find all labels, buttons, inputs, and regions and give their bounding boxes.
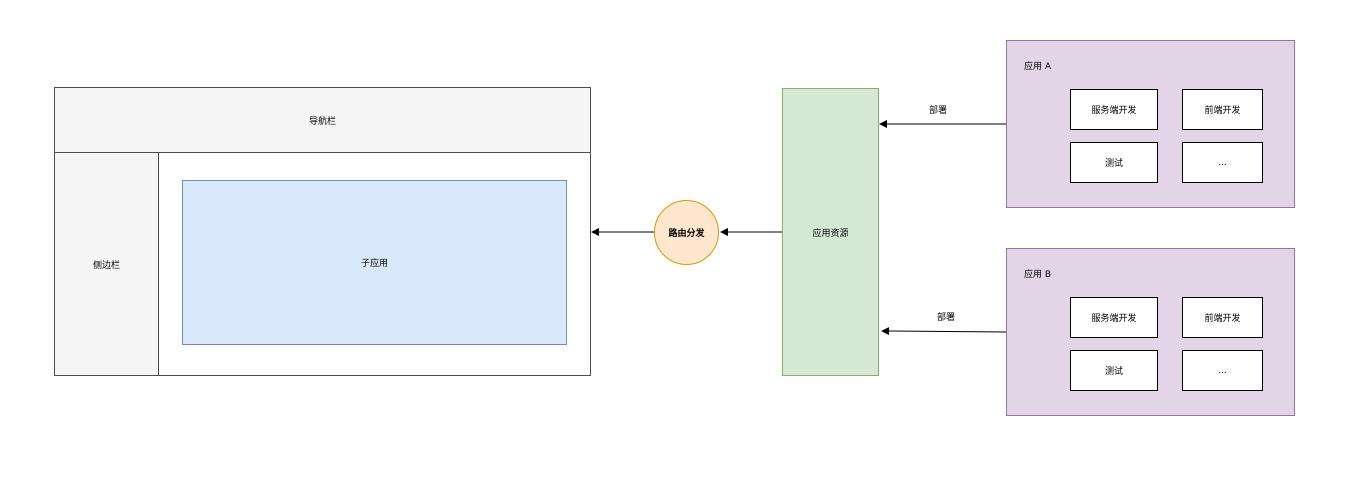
app-a-task-more-label: ... xyxy=(1218,157,1227,168)
navbar-block: 导航栏 xyxy=(54,87,591,153)
app-b-task-frontend-label: 前端开发 xyxy=(1204,314,1241,324)
deploy-arrow-b xyxy=(881,327,1007,336)
app-b-task-more-label: ... xyxy=(1218,365,1227,376)
deploy-label-a: 部署 xyxy=(929,106,948,116)
app-a-title: 应用 A xyxy=(1024,62,1052,72)
sidebar-block: 侧边栏 xyxy=(54,152,159,376)
app-resource-label: 应用资源 xyxy=(812,228,849,239)
app-a-task-backend: 服务端开发 xyxy=(1070,89,1158,130)
app-a-task-backend-label: 服务端开发 xyxy=(1091,106,1137,116)
app-a-task-more: ... xyxy=(1182,142,1263,183)
app-b-task-more: ... xyxy=(1182,350,1263,391)
app-b-task-test-label: 测试 xyxy=(1104,367,1123,377)
subapp-label: 子应用 xyxy=(360,259,388,269)
navbar-label: 导航栏 xyxy=(308,116,336,127)
deploy-label-b: 部署 xyxy=(937,313,956,323)
sidebar-label: 侧边栏 xyxy=(92,260,120,271)
router-node: 路由分发 xyxy=(654,200,719,265)
app-b-container: 应用 B 服务端开发 前端开发 测试 ... xyxy=(1006,248,1295,416)
app-b-task-frontend: 前端开发 xyxy=(1182,297,1263,338)
app-b-title: 应用 B xyxy=(1024,270,1052,280)
app-b-task-backend: 服务端开发 xyxy=(1070,297,1158,338)
app-a-task-test-label: 测试 xyxy=(1104,159,1123,169)
app-a-task-frontend-label: 前端开发 xyxy=(1204,106,1241,116)
app-resource-block: 应用资源 xyxy=(782,88,879,376)
router-label: 路由分发 xyxy=(668,229,705,239)
app-b-task-test: 测试 xyxy=(1070,350,1158,391)
app-a-task-test: 测试 xyxy=(1070,142,1158,183)
app-a-container: 应用 A 服务端开发 前端开发 测试 ... xyxy=(1006,40,1295,208)
app-a-task-frontend: 前端开发 xyxy=(1182,89,1263,130)
app-b-task-backend-label: 服务端开发 xyxy=(1091,314,1137,324)
subapp-block: 子应用 xyxy=(182,180,567,345)
